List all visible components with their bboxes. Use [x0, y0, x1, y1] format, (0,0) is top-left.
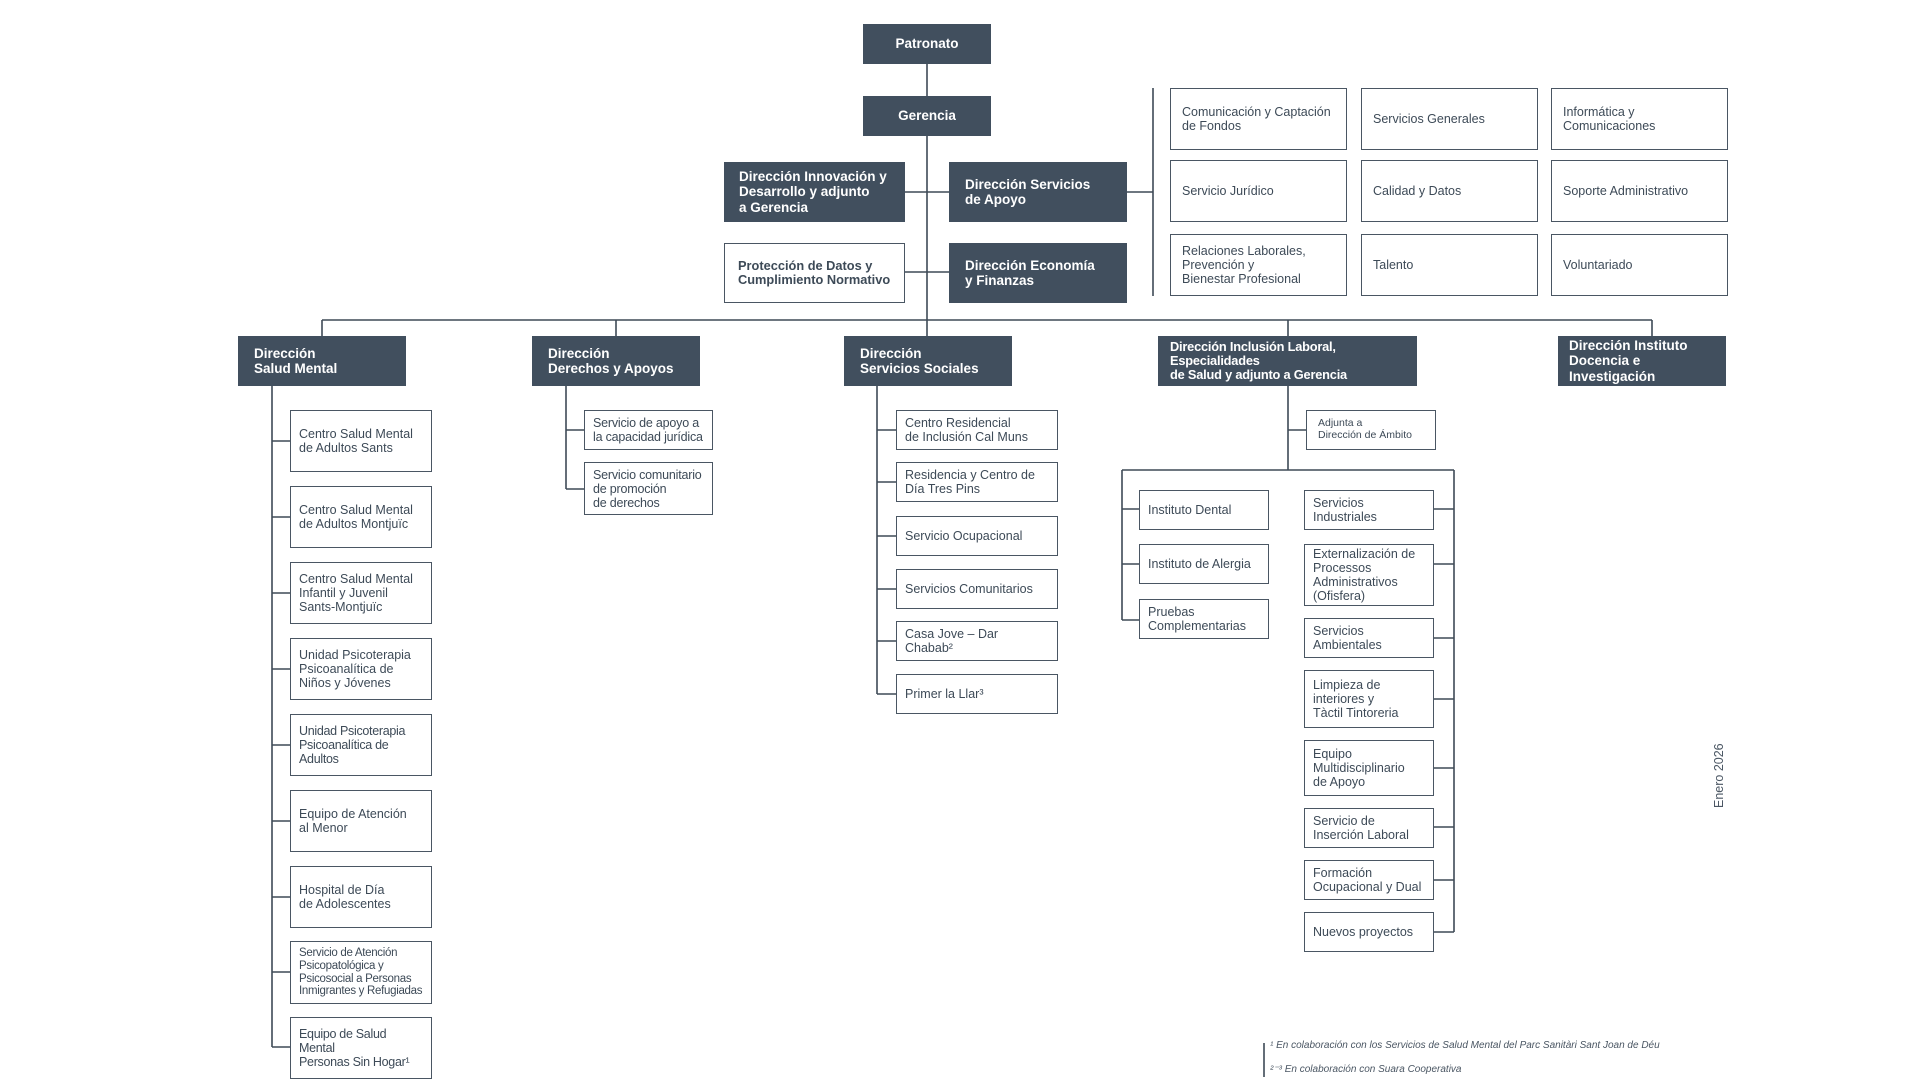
date-label: Enero 2026: [1712, 743, 1726, 808]
sociales-unit: Centro Residencial de Inclusión Cal Muns: [896, 410, 1058, 450]
salud-mental-unit: Centro Salud Mental de Adultos Sants: [290, 410, 432, 472]
salud-mental-unit: Unidad Psicoterapia Psicoanalítica de Ni…: [290, 638, 432, 700]
footnote-1: ¹ En colaboración con los Servicios de S…: [1270, 1040, 1660, 1051]
salud-mental-unit: Centro Salud Mental de Adultos Montjuïc: [290, 486, 432, 548]
support-unit-soporte: Soporte Administrativo: [1551, 160, 1728, 222]
derechos-unit: Servicio comunitario de promoción de der…: [584, 462, 713, 515]
inclusion-laboral-unit: Limpieza de interiores y Tàctil Tintorer…: [1304, 670, 1434, 728]
inclusion-laboral-unit: Servicios Industriales: [1304, 490, 1434, 530]
sociales-unit: Primer la Llar³: [896, 674, 1058, 714]
support-unit-servicios-generales: Servicios Generales: [1361, 88, 1538, 150]
direccion-servicios-apoyo-box: Dirección Servicios de Apoyo: [949, 162, 1127, 222]
support-unit-talento: Talento: [1361, 234, 1538, 296]
salud-mental-unit: Equipo de Salud Mental Personas Sin Hoga…: [290, 1017, 432, 1079]
salud-mental-unit: Hospital de Día de Adolescentes: [290, 866, 432, 928]
direccion-salud-mental-box: Dirección Salud Mental: [238, 336, 406, 386]
direccion-servicios-sociales-box: Dirección Servicios Sociales: [844, 336, 1012, 386]
footnote-2: ²⁻³ En colaboración con Suara Cooperativ…: [1270, 1064, 1462, 1075]
inclusion-laboral-unit: Formación Ocupacional y Dual: [1304, 860, 1434, 900]
inclusion-laboral-unit: Equipo Multidisciplinario de Apoyo: [1304, 740, 1434, 796]
proteccion-datos-box: Protección de Datos y Cumplimiento Norma…: [724, 243, 905, 303]
inclusion-laboral-unit: Servicio de Inserción Laboral: [1304, 808, 1434, 848]
direccion-docencia-box: Dirección Instituto Docencia e Investiga…: [1558, 336, 1726, 386]
inclusion-salud-unit: Instituto Dental: [1139, 490, 1269, 530]
direccion-derechos-box: Dirección Derechos y Apoyos: [532, 336, 700, 386]
inclusion-salud-unit: Pruebas Complementarias: [1139, 599, 1269, 639]
direccion-innovacion-box: Dirección Innovación y Desarrollo y adju…: [724, 162, 905, 222]
salud-mental-unit: Centro Salud Mental Infantil y Juvenil S…: [290, 562, 432, 624]
support-unit-relaciones: Relaciones Laborales, Prevención y Biene…: [1170, 234, 1347, 296]
salud-mental-unit: Servicio de Atención Psicopatológica y P…: [290, 941, 432, 1004]
support-unit-informatica: Informática y Comunicaciones: [1551, 88, 1728, 150]
support-unit-voluntariado: Voluntariado: [1551, 234, 1728, 296]
patronato-box: Patronato: [863, 24, 991, 64]
salud-mental-unit: Unidad Psicoterapia Psicoanalítica de Ad…: [290, 714, 432, 776]
inclusion-laboral-unit: Servicios Ambientales: [1304, 618, 1434, 658]
gerencia-box: Gerencia: [863, 96, 991, 136]
derechos-unit: Servicio de apoyo a la capacidad jurídic…: [584, 410, 713, 450]
sociales-unit: Casa Jove – Dar Chabab²: [896, 621, 1058, 661]
adjunta-direccion-box: Adjunta a Dirección de Ámbito: [1306, 410, 1436, 450]
inclusion-laboral-unit: Externalización de Processos Administrat…: [1304, 544, 1434, 606]
sociales-unit: Servicios Comunitarios: [896, 569, 1058, 609]
inclusion-laboral-unit: Nuevos proyectos: [1304, 912, 1434, 952]
sociales-unit: Servicio Ocupacional: [896, 516, 1058, 556]
direccion-economia-box: Dirección Economía y Finanzas: [949, 243, 1127, 303]
inclusion-salud-unit: Instituto de Alergia: [1139, 544, 1269, 584]
salud-mental-unit: Equipo de Atención al Menor: [290, 790, 432, 852]
support-unit-calidad: Calidad y Datos: [1361, 160, 1538, 222]
support-unit-juridico: Servicio Jurídico: [1170, 160, 1347, 222]
support-unit-comunicacion: Comunicación y Captación de Fondos: [1170, 88, 1347, 150]
direccion-inclusion-box: Dirección Inclusión Laboral, Especialida…: [1158, 336, 1417, 386]
sociales-unit: Residencia y Centro de Día Tres Pins: [896, 462, 1058, 502]
